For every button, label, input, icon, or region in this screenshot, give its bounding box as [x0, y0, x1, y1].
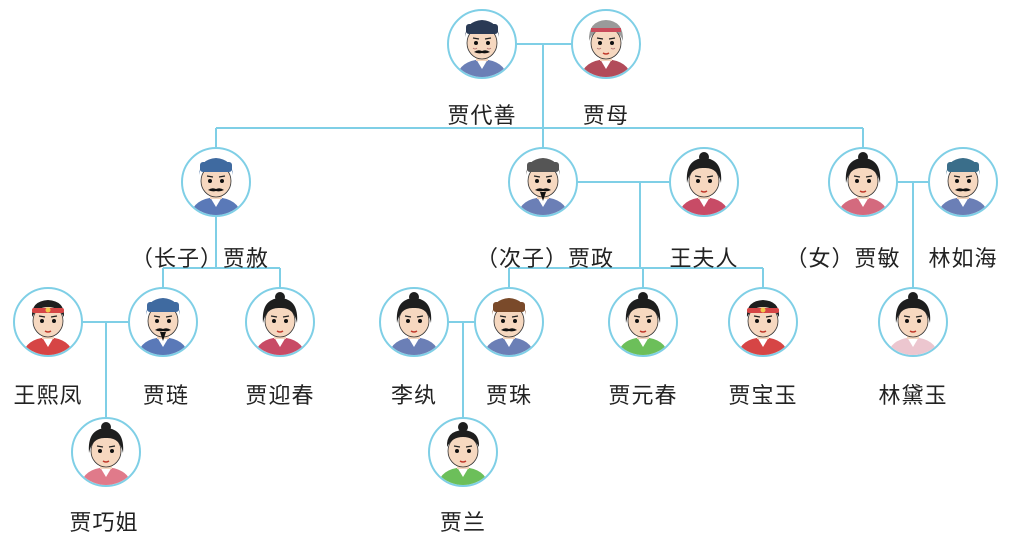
person-node: [878, 287, 948, 357]
person-name: 王熙凤: [13, 378, 82, 410]
person-portrait-icon: [669, 147, 739, 217]
person-portrait-icon: [379, 287, 449, 357]
person-name: （长子）贾赦: [131, 241, 269, 273]
person-name: 李纨: [391, 378, 437, 410]
person-name: 贾琏: [143, 378, 189, 410]
person-node: [508, 147, 578, 217]
person-name: （女）贾敏: [785, 241, 900, 273]
person-portrait-icon: [878, 287, 948, 357]
person-name: 贾代善: [447, 98, 516, 130]
person-name: （次子）贾政: [476, 241, 614, 273]
person-portrait-icon: [447, 9, 517, 79]
person-name: 贾巧姐: [69, 505, 138, 537]
person-name: 贾兰: [440, 505, 486, 537]
person-node: [245, 287, 315, 357]
person-node: [428, 417, 498, 487]
person-name: 贾珠: [486, 378, 532, 410]
person-name: 贾母: [583, 98, 629, 130]
person-node: [447, 9, 517, 79]
person-portrait-icon: [128, 287, 198, 357]
person-portrait-icon: [928, 147, 998, 217]
person-portrait-icon: [428, 417, 498, 487]
person-portrait-icon: [828, 147, 898, 217]
person-node: [728, 287, 798, 357]
person-node: [474, 287, 544, 357]
person-portrait-icon: [181, 147, 251, 217]
person-portrait-icon: [508, 147, 578, 217]
person-name: 贾元春: [608, 378, 677, 410]
person-portrait-icon: [608, 287, 678, 357]
person-node: [71, 417, 141, 487]
person-name: 林黛玉: [878, 378, 947, 410]
person-node: [571, 9, 641, 79]
person-node: [608, 287, 678, 357]
person-name: 贾迎春: [245, 378, 314, 410]
person-node: [828, 147, 898, 217]
person-portrait-icon: [13, 287, 83, 357]
person-node: [379, 287, 449, 357]
person-portrait-icon: [245, 287, 315, 357]
person-node: [669, 147, 739, 217]
person-node: [13, 287, 83, 357]
person-node: [928, 147, 998, 217]
person-node: [128, 287, 198, 357]
person-portrait-icon: [728, 287, 798, 357]
person-portrait-icon: [474, 287, 544, 357]
person-name: 贾宝玉: [728, 378, 797, 410]
person-portrait-icon: [71, 417, 141, 487]
person-portrait-icon: [571, 9, 641, 79]
person-name: 林如海: [928, 241, 997, 273]
person-node: [181, 147, 251, 217]
person-name: 王夫人: [669, 241, 738, 273]
